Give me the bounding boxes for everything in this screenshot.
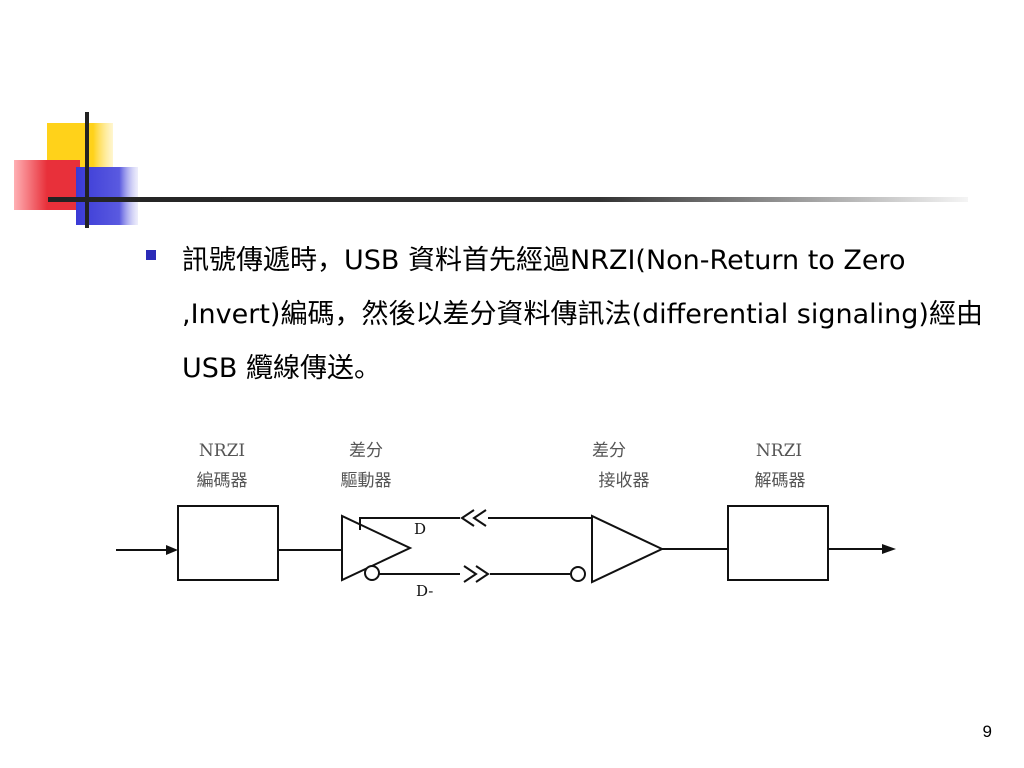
nrzi-decoder-label-line1: NRZI <box>756 441 802 461</box>
bullet-text: 訊號傳遞時，USB 資料首先經過NRZI(Non-Return to Zero … <box>182 245 983 384</box>
red-square <box>14 160 80 210</box>
d-plus-label: D <box>414 520 426 538</box>
nrzi-encoder-box <box>177 505 279 581</box>
page-number: 9 <box>982 722 992 741</box>
receiver-inverting-bubble <box>570 566 586 582</box>
horizontal-divider <box>48 197 968 202</box>
d-minus-break-chevron-2 <box>475 565 490 583</box>
diff-driver-triangle <box>341 514 413 582</box>
diff-receiver-label-line1: 差分 <box>592 441 626 461</box>
nrzi-decoder-box <box>727 505 829 581</box>
vertical-divider <box>85 112 89 228</box>
diff-driver-label-line1: 差分 <box>349 441 383 461</box>
input-arrow-icon <box>166 545 178 555</box>
corner-decoration <box>14 112 968 228</box>
d-minus-break-chevron-1 <box>463 565 478 583</box>
d-plus-line-left <box>359 517 460 530</box>
diff-receiver-label-line2: 接收器 <box>599 471 650 491</box>
nrzi-decoder-label-line2: 解碼器 <box>755 471 806 491</box>
diff-receiver-triangle <box>591 514 665 584</box>
driver-inverting-bubble <box>364 565 380 581</box>
d-plus-break-chevron-2 <box>472 509 487 527</box>
nrzi-encoder-label-line1: NRZI <box>199 441 245 461</box>
nrzi-encoder-label-line2: 編碼器 <box>197 471 248 491</box>
bullet-square-icon <box>146 250 156 260</box>
d-plus-break-chevron-1 <box>460 509 475 527</box>
usb-signal-diagram: NRZI 編碼器 差分 驅動器 差分 接收器 NRZI 解碼器 D D- <box>104 430 914 602</box>
d-minus-label: D- <box>416 582 433 600</box>
diff-driver-label-line2: 驅動器 <box>341 471 392 491</box>
output-arrow-icon <box>882 544 896 554</box>
